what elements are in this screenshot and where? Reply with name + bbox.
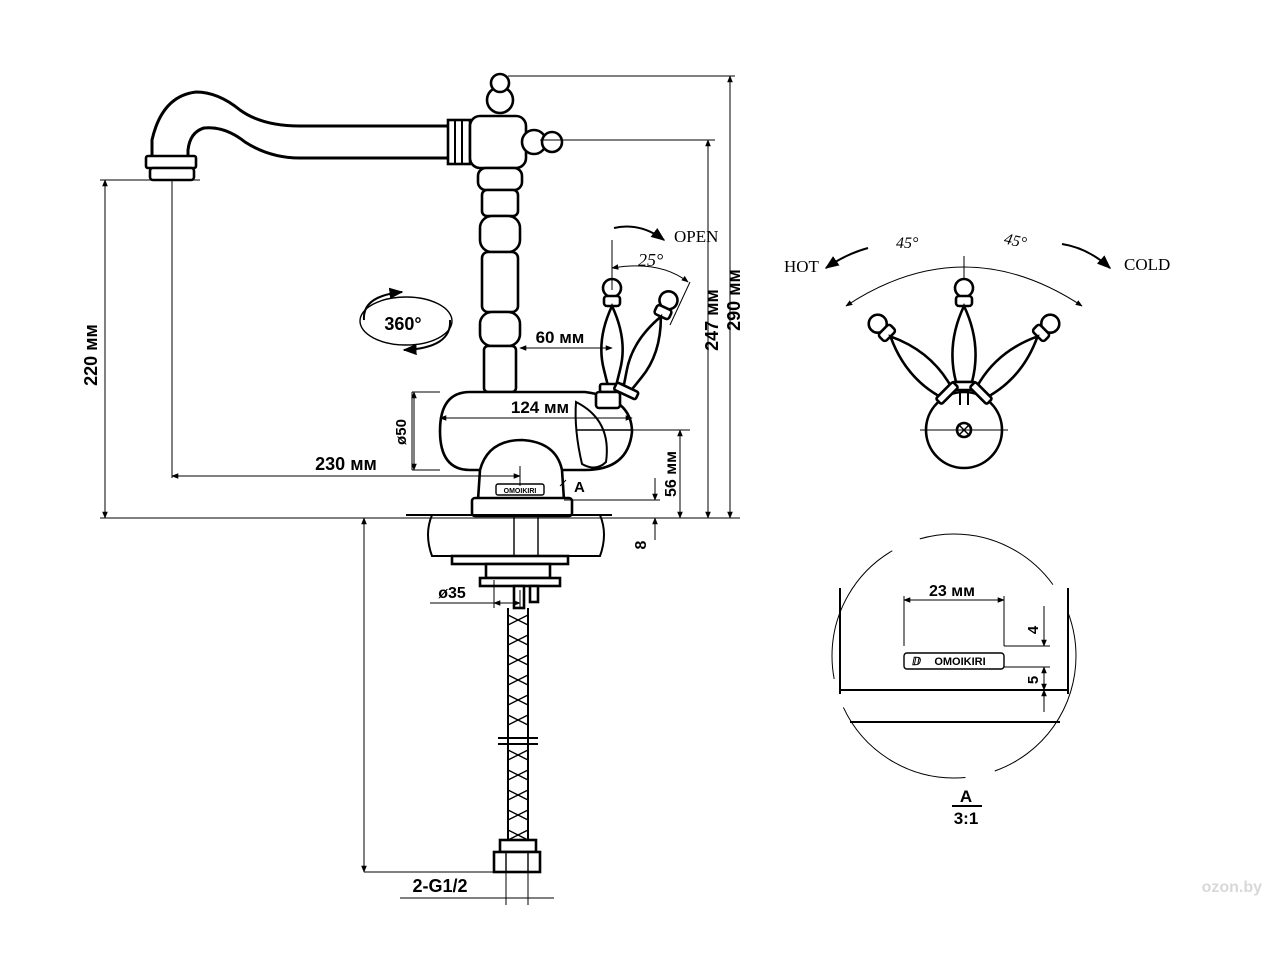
open-arrow-icon (613, 225, 666, 241)
dim-base-height: 56 мм (663, 451, 680, 497)
head-cross (468, 114, 528, 170)
detail-logo-height: 5 (1025, 676, 1042, 684)
column (476, 166, 524, 394)
spout (150, 90, 455, 160)
detail-width: 23 мм (929, 583, 975, 600)
dim-connection: 2-G1/2 (412, 876, 467, 896)
dim-handle-offset: 60 мм (536, 328, 585, 347)
dim-body-length: 124 мм (511, 398, 569, 417)
dim-spout-height: 247 мм (702, 289, 722, 351)
detail-label: A (960, 787, 972, 806)
swivel-label: 360° (384, 314, 421, 334)
dim-spout-clearance: 220 мм (81, 324, 101, 386)
angle-right: 45° (1003, 231, 1029, 252)
cold-arrow-icon (1061, 243, 1112, 269)
braided-hose (492, 608, 542, 874)
swivel-arrow-icon (359, 287, 453, 356)
dim-body-diameter: ø50 (393, 419, 410, 445)
detail-marker: A (574, 479, 585, 496)
logo-text: OMOIKIRI (504, 488, 537, 495)
dim-plate: 8 (633, 540, 650, 549)
hot-label: HOT (784, 257, 820, 276)
handle-side-view: HOT COLD 45° 45° (784, 231, 1170, 470)
detail-logo-text: OMOIKIRI (934, 656, 985, 668)
faucet-front-view: OMOIKIRI (144, 72, 718, 874)
handle-open (613, 290, 679, 401)
hot-arrow-icon (824, 247, 869, 269)
front-dimensions: 290 мм 247 мм 220 мм 230 мм 124 мм ø50 6… (81, 75, 744, 905)
detail-a-view: 23 мм ⅅ OMOIKIRI 4 5 A 3:1 (831, 533, 1077, 828)
dim-reach: 230 мм (315, 454, 377, 474)
cold-label: COLD (1124, 255, 1170, 274)
angle-left: 45° (896, 235, 919, 252)
dim-total-height: 290 мм (724, 269, 744, 331)
countertop (406, 514, 612, 557)
drops-icon: ⅅ (912, 656, 921, 668)
mounting-kit (450, 515, 570, 610)
dim-shank: ø35 (438, 585, 466, 602)
spout-aerator (144, 154, 198, 170)
detail-top-offset: 4 (1025, 625, 1042, 634)
watermark: ozon.by (1202, 879, 1263, 896)
detail-scale: 3:1 (954, 809, 979, 828)
detail-logo-plate (903, 652, 1005, 670)
open-label: OPEN (674, 227, 718, 246)
handle-angle: 25° (638, 250, 663, 270)
base-dome (476, 438, 566, 502)
